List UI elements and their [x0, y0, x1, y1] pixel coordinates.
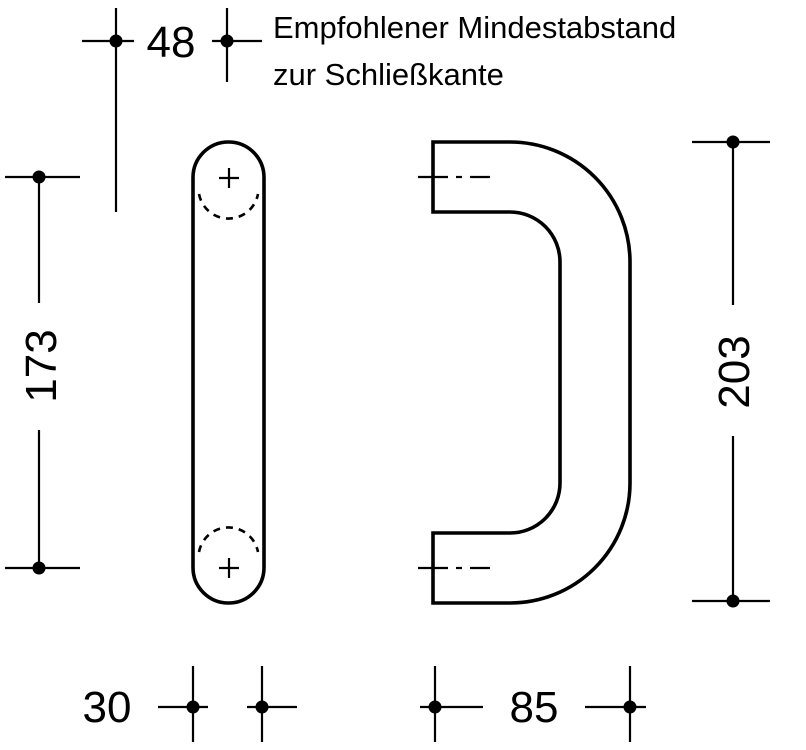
note-line-1: Empfohlener Mindestabstand: [273, 10, 676, 45]
dimension-dot-right: [255, 700, 269, 714]
handle-bar-outline: [191, 140, 266, 605]
dimension-dot-left: [428, 700, 442, 714]
dimension-label-173: 173: [17, 329, 66, 402]
dimension-dot-left: [186, 700, 200, 714]
dimension-85: 85: [420, 666, 646, 742]
dimension-48: 48: [82, 8, 262, 212]
dimension-203: 203: [692, 135, 770, 608]
dimension-label-48: 48: [147, 18, 196, 67]
dimension-173: 173: [5, 170, 80, 575]
handle-side-outline: [431, 140, 632, 605]
handle-side-view: [418, 140, 632, 605]
dimension-label-30: 30: [83, 683, 132, 732]
fixing-circle-bottom-dashed: [197, 526, 260, 553]
dimension-dot-bottom: [32, 561, 46, 575]
fixing-circle-top-dashed: [197, 193, 260, 220]
dimension-dot-top: [32, 170, 46, 184]
dimension-label-203: 203: [710, 335, 759, 408]
dimension-dot-bottom: [726, 594, 740, 608]
dimension-30: 30: [83, 666, 297, 742]
dimension-label-85: 85: [510, 683, 559, 732]
dimension-dot-right: [623, 700, 637, 714]
handle-front-view: [191, 140, 266, 605]
dimension-dot-top: [726, 135, 740, 149]
note-line-2: zur Schließkante: [273, 57, 504, 92]
dimension-dot-left: [109, 34, 123, 48]
dimension-dot-right: [220, 34, 234, 48]
